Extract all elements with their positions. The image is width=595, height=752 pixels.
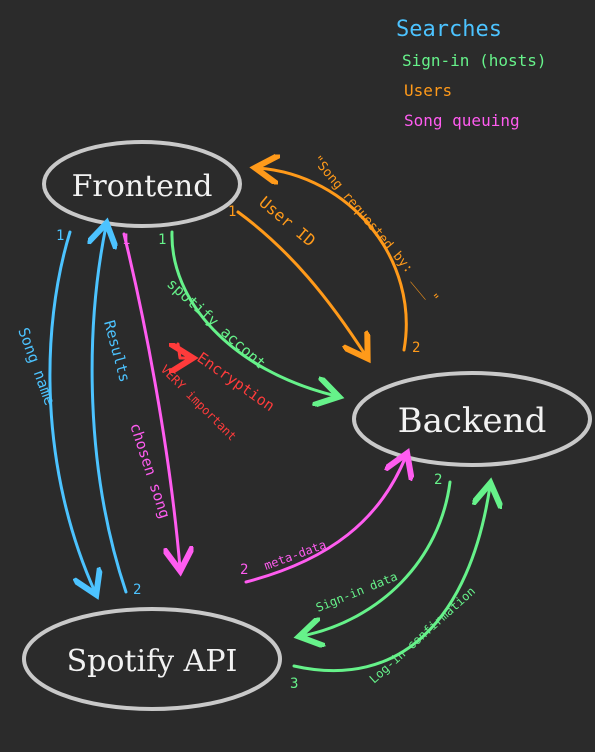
spotify-api-label: Spotify API <box>67 644 238 679</box>
frontend-node <box>42 140 242 228</box>
backend-label: Backend <box>398 401 547 441</box>
legend-searches: Searches <box>396 17 502 42</box>
legend-signin: Sign-in (hosts) <box>402 51 547 70</box>
frontend-label: Frontend <box>72 169 213 204</box>
song-requested-label: "Song requested by: ___" <box>309 153 441 307</box>
meta-data-arrow <box>244 456 406 584</box>
user-id-step: 1 <box>228 204 236 220</box>
legend-song-queuing: Song queuing <box>404 111 520 130</box>
spotify-account-step: 1 <box>158 232 166 248</box>
chosen-song-arrow <box>122 232 180 568</box>
legend-users: Users <box>404 81 452 100</box>
song-name-step: 1 <box>56 228 64 244</box>
song-requested-step: 2 <box>412 340 420 356</box>
song-name-arrow <box>48 230 95 592</box>
results-step: 2 <box>133 582 141 598</box>
signin-data-label: Sign-in data <box>314 569 400 614</box>
chosen-song-step: 1 <box>122 232 130 248</box>
spotify-account-arrow <box>170 230 336 396</box>
meta-data-step: 2 <box>240 562 248 578</box>
login-confirmation-arrow <box>292 486 490 672</box>
spotify-api-node <box>22 607 282 711</box>
song-requested-arrow <box>258 168 408 352</box>
encryption-pointer <box>178 342 190 358</box>
backend-node <box>352 371 592 467</box>
results-label: Results <box>100 318 134 384</box>
chosen-song-label: chosen song <box>126 421 174 521</box>
signin-data-step: 2 <box>434 472 442 488</box>
user-id-arrow <box>236 210 366 356</box>
login-confirmation-step: 3 <box>290 676 298 692</box>
signin-data-arrow <box>302 480 452 636</box>
user-id-label: User ID <box>255 193 319 251</box>
results-arrow <box>92 226 128 594</box>
